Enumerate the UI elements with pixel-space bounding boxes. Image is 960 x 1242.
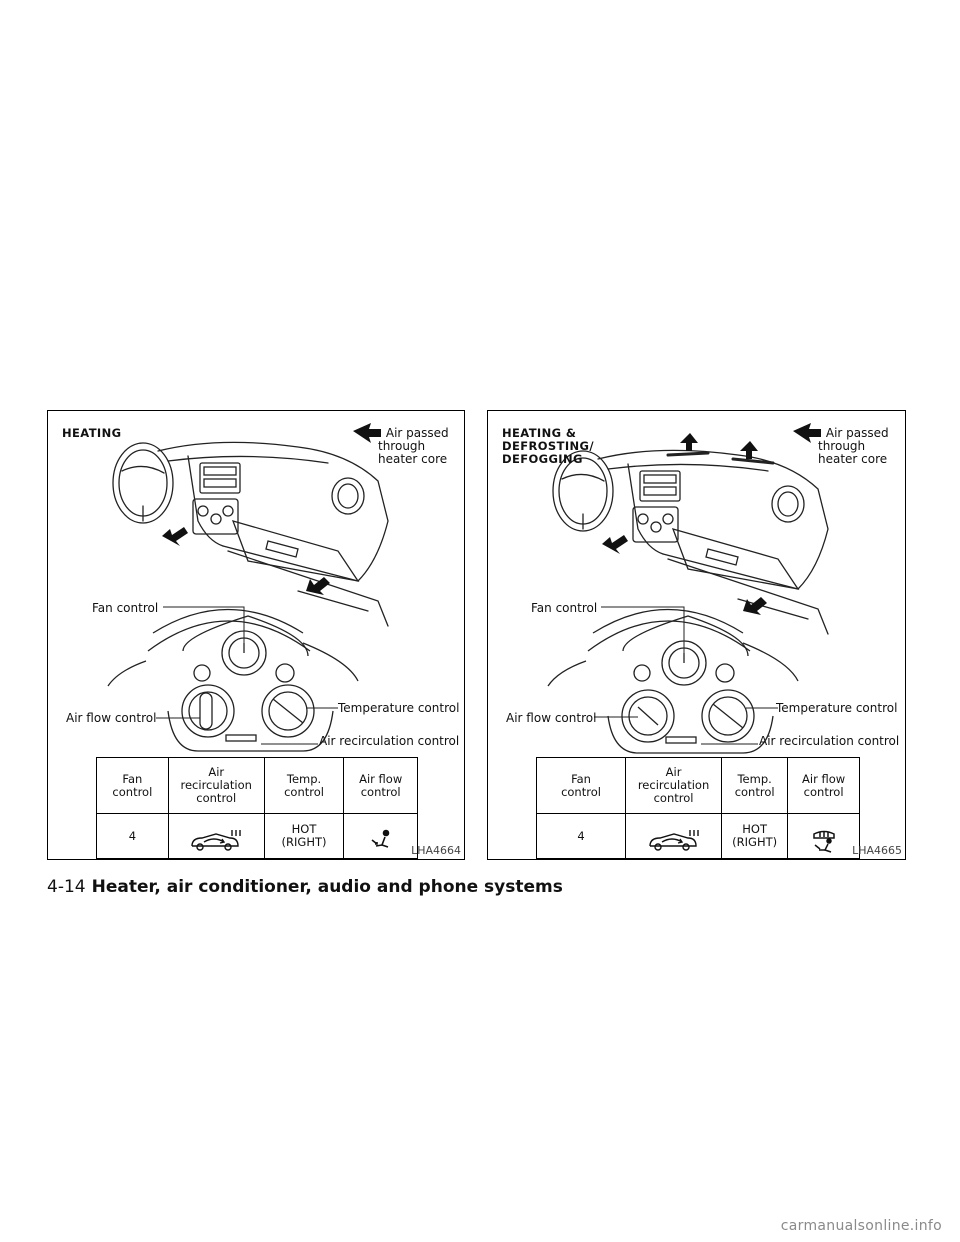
foot-vent-icon	[371, 829, 389, 848]
temp-value: HOT (RIGHT)	[263, 813, 345, 859]
airflow-cell	[343, 813, 418, 859]
recirc-cell-2	[625, 813, 723, 859]
header-fan-2: Fan control	[535, 757, 627, 814]
dashboard-illustration	[107, 423, 389, 752]
temperature-control-label: Temperature control	[338, 701, 460, 715]
fan-control-label: Fan control	[92, 601, 159, 615]
recirculation-off-icon	[191, 830, 241, 851]
defrost-foot-icon	[812, 830, 835, 853]
foot-arrow-icon-4	[743, 597, 767, 615]
legend-arrow-icon	[353, 423, 381, 443]
header-temp: Temp. control	[263, 757, 345, 814]
panel-title-2: HEATING & DEFROSTING/ DEFOGGING	[502, 426, 594, 466]
settings-table-2: Fan control Air recirculation control Te…	[535, 757, 860, 859]
recirculation-off-icon-2	[648, 830, 699, 851]
steering-wheel	[112, 442, 174, 524]
settings-table: Fan control Air recirculation control Te…	[96, 757, 418, 859]
steering-wheel-2	[552, 450, 614, 532]
fan-control-label-2: Fan control	[531, 601, 598, 615]
air-flow-control-label: Air flow control	[66, 711, 157, 725]
defrost-arrow-icon	[680, 433, 698, 451]
audio-unit	[199, 462, 241, 494]
fan-value: 4	[96, 813, 169, 859]
temperature-control-label-2: Temperature control	[776, 701, 898, 715]
header-temp-2: Temp. control	[721, 757, 789, 814]
figure-code: LHA4664	[411, 844, 461, 857]
dashboard-top	[157, 441, 389, 582]
side-vent	[331, 477, 365, 515]
control-panel-outline	[182, 615, 309, 657]
air-recirculation-control-label: Air recirculation control	[319, 734, 460, 748]
figure-code-2: LHA4665	[852, 844, 902, 857]
panel-title: HEATING	[62, 426, 122, 440]
dashboard-illustration-2	[547, 423, 829, 754]
foot-arrow-icon-3	[602, 535, 628, 554]
air-recirculation-control-label-2: Air recirculation control	[759, 734, 900, 748]
section-title: Heater, air conditioner, audio and phone…	[91, 877, 563, 897]
heating-defrosting-figure: HEATING & DEFROSTING/ DEFOGGING : Air pa…	[487, 410, 906, 860]
header-recirculation: Air recirculation control	[167, 757, 265, 814]
legend-text-2: : Air passed through heater core	[818, 426, 889, 466]
defrost-arrow-icon-2	[740, 441, 758, 459]
temperature-knob	[261, 684, 315, 738]
legend-arrow-icon-2	[793, 423, 821, 443]
air-flow-control-label-2: Air flow control	[506, 711, 597, 725]
fan-value-2: 4	[535, 813, 627, 859]
airflow-arrows-2	[602, 423, 821, 615]
foot-arrow-icon	[162, 527, 188, 546]
header-airflow: Air flow control	[343, 757, 418, 814]
temp-value-2: HOT (RIGHT)	[721, 813, 789, 859]
heating-figure: HEATING : Air passed through heater core…	[47, 410, 465, 860]
header-airflow-2: Air flow control	[787, 757, 860, 814]
watermark: carmanualsonline.info	[780, 1218, 942, 1234]
legend-text: : Air passed through heater core	[378, 426, 449, 466]
airflow-knob	[181, 684, 235, 738]
header-fan: Fan control	[96, 757, 169, 814]
foot-arrow-icon-2	[306, 577, 330, 595]
header-recirculation-2: Air recirculation control	[625, 757, 723, 814]
airflow-arrows	[162, 423, 381, 595]
airflow-cell-2	[787, 813, 860, 859]
recirc-button	[225, 734, 257, 742]
recirc-cell	[167, 813, 265, 859]
page-number: 4-14	[47, 877, 86, 897]
